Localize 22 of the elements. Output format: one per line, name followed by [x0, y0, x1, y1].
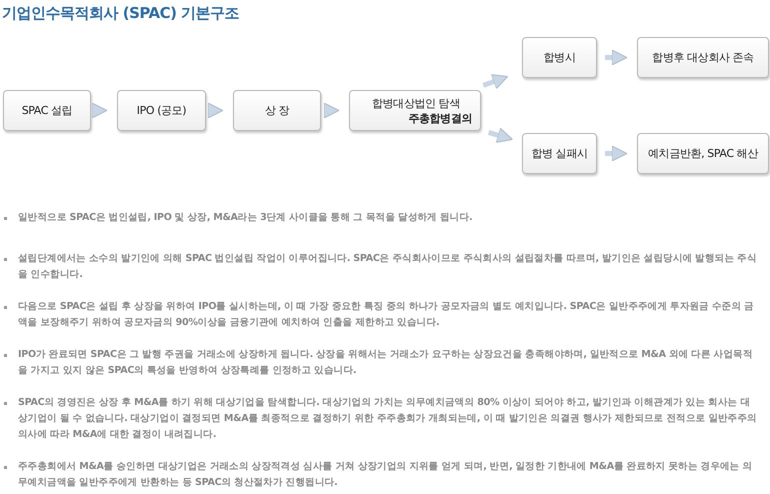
bullet-paragraph: 설립단계에서는 소수의 발기인에 의해 SPAC 법인설립 작업이 이루어집니다. SPAC은 주식회사이므로 주식회사의 설립절차를 따르며, 발기인은 설립당시에 발행되는 주식을 인수합니다. [18, 252, 758, 282]
process-box: 합병후 대상회사 존속 [637, 37, 769, 78]
block-arrow [482, 74, 508, 90]
process-box: 합병 실패시 [522, 133, 597, 174]
block-arrow [324, 102, 340, 118]
bullet-paragraph: 다음으로 SPAC은 설립 후 상장을 위하여 IPO를 실시하는데, 이 때 가장 중요한 특징 중의 하나가 공모자금의 별도 예치입니다. SPAC은 일반주주에게 투자원금 수준의 금액을 보장해주기 위하여 공모자금의 90%이상을 금융기관에 예치하여 인출을 제한하고 있습니다. [18, 300, 755, 330]
bullet-paragraph: 주주총회에서 M&A를 승인하면 대상기업은 거래소의 상장적격성 심사를 거쳐 상장기업의 지위를 얻게 되며, 반면, 일정한 기한내에 M&A를 완료하지 못하는 경우에는 의무예치금액을 일반주주에게 반환하는 등 SPAC의 청산절차가 진행됩니다. [18, 460, 754, 490]
block-arrow [605, 50, 628, 66]
bullet-paragraph: SPAC의 경영진은 상장 후 M&A를 하기 위해 대상기업을 탐색합니다. 대상기업의 가치는 의무예치금액의 80% 이상이 되어야 하고, 발기인과 이해관계가 있는 회사는 대상기업이 될 수 없습니다. 대상기업이 결정되면 M&A를 최종적으로 결정하기 위한 주주총회가 개최되는데, 이 때 발기인은 의결권 행사가 제한되므로 전적으로 일반주주의 의사에 따라 M&A에 대한 결정이 내려집니다. [18, 396, 758, 442]
process-box: IPO (공모) [117, 90, 206, 131]
process-box: 상 장 [233, 90, 321, 131]
title: 기업인수목적회사 (SPAC) 기본구조 [2, 4, 240, 23]
block-arrow [208, 102, 224, 118]
process-box: 합병대상법인 탐색 주총합병결의 [349, 90, 481, 131]
block-arrow [605, 146, 628, 162]
block-arrow [92, 102, 108, 118]
process-box: 합병시 [522, 37, 597, 78]
process-box: SPAC 설립 [3, 90, 91, 131]
bullet-paragraph: IPO가 완료되면 SPAC은 그 발행 주권을 거래소에 상장하게 됩니다. 상장을 위해서는 거래소가 요구하는 상장요건을 충족해야하며, 일반적으로 M&A 외에 다른 사업목적을 가지고 있지 않은 SPAC의 특성을 반영하여 상장특례를 인정하고 있습니다. [18, 348, 754, 378]
block-arrow [488, 128, 513, 143]
process-box: 예치금반환, SPAC 해산 [637, 133, 769, 174]
bullet-paragraph: 일반적으로 SPAC은 법인설립, IPO 및 상장, M&A라는 3단계 사이클을 통해 그 목적을 달성하게 됩니다. [18, 211, 474, 225]
